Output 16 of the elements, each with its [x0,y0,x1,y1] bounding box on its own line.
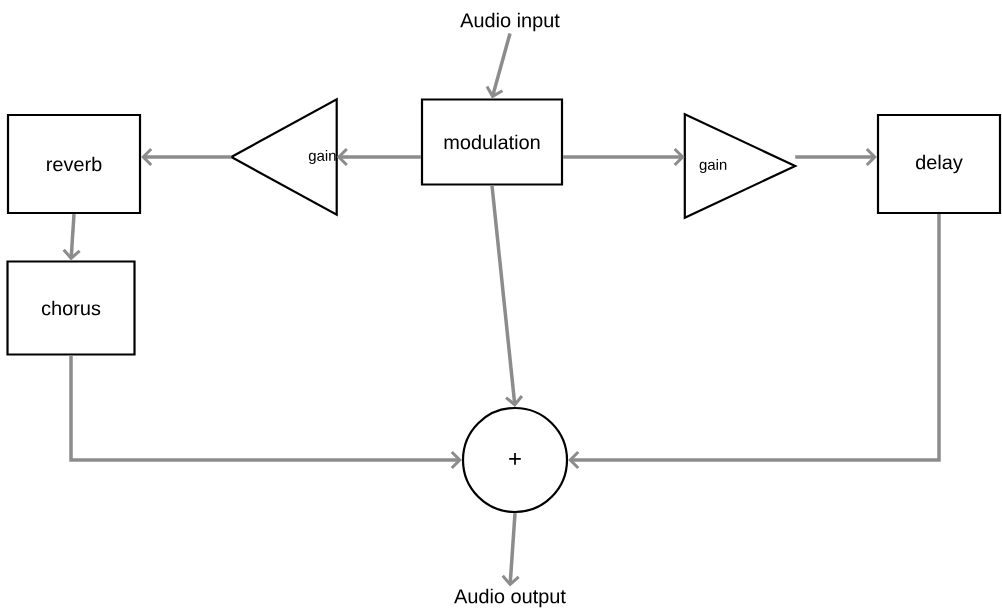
process-box: modulation [420,98,564,186]
arrow [490,185,524,407]
arrow [795,147,877,167]
arrow [563,147,685,167]
arrow [485,33,512,99]
input-label: Audio input [460,12,560,32]
output-label: Audio output [454,588,566,608]
arrow [69,355,462,470]
arrow [62,213,81,261]
process-box: chorus [6,260,136,356]
arrow [501,512,520,587]
process-box: delay [876,113,1002,215]
arrow [568,214,941,470]
arrow [336,147,421,167]
process-box: reverb [6,113,142,215]
arrow [141,147,232,167]
